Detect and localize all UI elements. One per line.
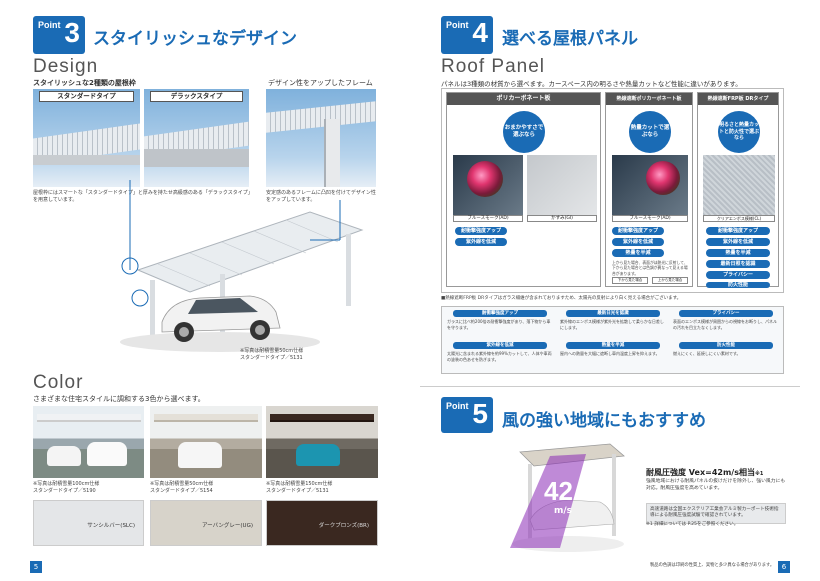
design-caption: スタイリッシュな2種類の屋根枠 [33,79,136,87]
section-divider [420,386,800,387]
page-number-left: 5 [30,561,42,573]
carport-illustration [120,211,364,352]
wind-note: ※1 詳細については P.25をご参照ください。 [646,522,739,527]
callout-lines [121,180,341,307]
wind-heading: 耐風圧強度 Vex=42m/s相当※1 [646,468,764,477]
roof-panel-frame [441,88,784,293]
standard-label: スタンダードタイプ [39,91,134,102]
carport-roof [136,211,364,293]
point-3-badge: Point 3 [33,16,85,54]
panel-heat-polycarbonate: 熱線遮断ポリカーボネート板 熱量カットで選ぶなら ブルースモーク(AD) 耐衝撃… [605,92,693,287]
panel-polycarbonate: ポリカーボネート板 おまかやすさで選ぶなら ブルースモーク(AD) かすみ(GI… [446,92,601,287]
bottom-note: 製品の色調は印刷の性質上、実物と多少異なる場合があります。 [650,563,775,568]
deluxe-label: デラックスタイプ [150,91,243,102]
wind-text: 強風地域における耐風パネルの抜けだけを除外し、強い風力にも対応。耐風圧強度を高め… [646,479,786,491]
section-title-4: 選べる屋根パネル [502,29,638,49]
color-photo-note-1: ※写真は耐積雪量100cm仕様 スタンダードタイプ／5190 [33,481,100,494]
frame-photo [266,89,376,187]
roof-footnote: ■熱線遮断FRP板 DRタイプはガラス繊維が含まれておりますため、太陽光の反射に… [441,296,682,301]
point-4-badge: Point 4 [441,16,493,54]
swatch-gray: アーバングレー(UG) [150,500,262,546]
section-title: スタイリッシュなデザイン [93,29,297,49]
color-photo-note-3: ※写真は耐積雪量150cm仕様 スタンダードタイプ／5131 [266,481,333,494]
sample-frp [703,155,775,215]
point-number: 3 [64,17,80,48]
wind-box: 高速道路は全国エクステリア工業会アルミ製カーポート技術指導による耐風圧強度試験で… [646,503,786,524]
frame-caption: デザイン性をアップしたフレーム [268,79,373,87]
point-label: Point [38,20,61,30]
carport-post [150,280,155,338]
roof-caption: パネルは3種類の材質から選べます。カースペース内の明るさや熱量カットなど性能に違… [441,80,742,88]
page-number-right: 6 [778,561,790,573]
wind-speed-unit: m/s [554,506,573,516]
carport-post [346,234,351,306]
carport-photo-note: ※写真は耐積雪量50cm仕様 スタンダードタイプ／5131 [240,348,304,361]
swatch-bronze: ダークブロンズ(BR) [266,500,378,546]
frame-note: 安定感のあるフレームに凸凹を付けてデザイン性をアップしています。 [266,190,376,203]
roof-note: 屋根枠にはスマートな「スタンダードタイプ」と厚みを持たせ高級感のある「デラックス… [33,190,251,203]
car-body [161,295,281,333]
point-5-badge: Point 5 [441,397,493,433]
color-photo-gray [150,406,262,478]
deluxe-roof-photo: デラックスタイプ [144,89,249,187]
color-heading: Color [33,372,84,393]
swatch-silver: サンシルバー(SLC) [33,500,144,546]
roof-heading: Roof Panel [441,56,546,77]
panel-head: ポリカーボネート板 [447,93,600,105]
sample-kasumi [527,155,597,215]
color-photo-bronze [266,406,378,478]
design-heading: Design [33,56,99,77]
section-title-5: 風の強い地域にもおすすめ [502,411,706,431]
feature-grid [441,306,784,374]
panel-bubble: おまかやすさで選ぶなら [503,111,545,153]
wind-speed-value: 42 [544,476,573,506]
wind-illustration [510,443,625,552]
color-photo-silver [33,406,144,478]
color-caption: さまざまな住宅スタイルに調和する3色から選べます。 [33,395,205,403]
standard-roof-photo: スタンダードタイプ [33,89,140,187]
panel-frp: 熱線遮断FRP板 DRタイプ 明るさと熱量カットと防火性で選ぶなら クリアエンボ… [697,92,779,288]
color-photo-note-2: ※写真は耐積雪量50cm仕様 スタンダードタイプ／5154 [150,481,214,494]
